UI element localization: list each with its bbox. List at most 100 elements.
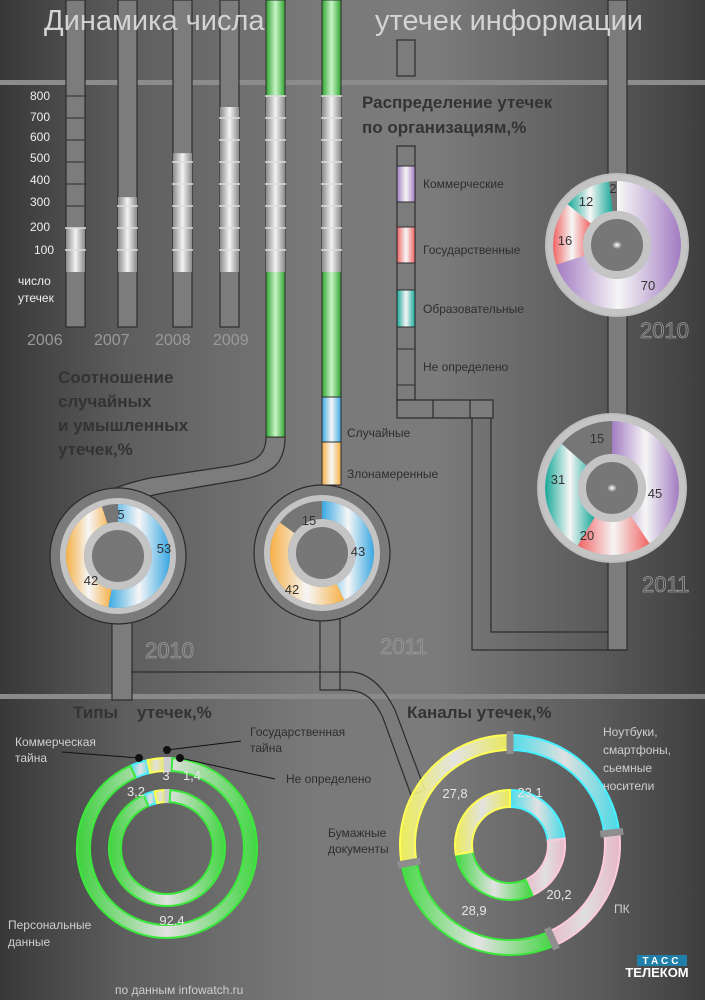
value-label: 53 <box>157 541 171 556</box>
year-label: 2010 <box>640 318 689 343</box>
value-label: 31 <box>551 472 565 487</box>
slice-other <box>279 501 322 534</box>
y-tick: 500 <box>30 151 50 165</box>
category-undefined: Не определено <box>286 772 372 786</box>
slice-malicious <box>66 506 112 608</box>
year-label: 2010 <box>145 638 194 663</box>
channels-donut-inner <box>454 788 566 901</box>
legend-random: Случайные <box>347 426 411 440</box>
slice-random <box>322 501 374 601</box>
tass-logo: ТАСС ТЕЛЕКОМ <box>625 955 689 980</box>
bar-2008 <box>173 153 192 272</box>
accidents-donut-2010 <box>60 498 176 614</box>
title-part-1: Динамика числа <box>44 5 265 37</box>
types-title-part: Типы <box>73 703 118 722</box>
category-mobile: Ноутбуки, смартфоны, сьемные носители <box>603 725 674 793</box>
y-tick: 600 <box>30 130 50 144</box>
value-label: 15 <box>590 431 604 446</box>
value-label: 12 <box>579 194 593 209</box>
slice-commercial <box>556 181 681 309</box>
value-label: 1,4 <box>183 768 201 783</box>
slice-yellow <box>153 788 167 805</box>
value-label: 70 <box>641 278 655 293</box>
y-tick: 800 <box>30 89 50 103</box>
value-label: 2 <box>609 181 616 196</box>
types-donut-outer <box>76 757 258 939</box>
accidents-donut-2011 <box>264 495 380 611</box>
value-label: 3 <box>162 768 169 783</box>
knob-icon <box>607 484 617 492</box>
y-tick: 300 <box>30 195 50 209</box>
value-label: 20 <box>580 528 594 543</box>
slice-education <box>544 443 595 546</box>
source-note: по данным infowatch.ru <box>115 983 243 997</box>
x-tick: 2007 <box>94 332 130 349</box>
x-tick: 2008 <box>155 332 191 349</box>
slice-yellow <box>454 788 511 856</box>
orgs-title: Распределение утечек по организациям,% <box>362 93 557 137</box>
y-tick: 100 <box>34 243 54 257</box>
bar-track <box>117 0 138 328</box>
donut-rim <box>539 415 685 561</box>
donut-rim <box>264 495 380 611</box>
x-tick: 2006 <box>27 332 63 349</box>
green-tubes <box>102 0 342 503</box>
category-pc: ПК <box>614 902 630 916</box>
slice-malicious <box>269 522 345 606</box>
orgs-legend-column <box>396 145 627 651</box>
bar-track <box>65 0 86 328</box>
value-label: 16 <box>558 233 572 248</box>
divider-band <box>0 80 705 85</box>
channels-title: Каналы утечек,% <box>407 703 552 722</box>
slice-green <box>454 850 534 901</box>
orgs-donut-2010 <box>547 175 687 315</box>
legend-education: Образовательные <box>423 302 524 316</box>
x-tick: 2009 <box>213 332 249 349</box>
slice-other <box>101 504 118 524</box>
types-title-part: утечек,% <box>137 703 212 722</box>
ring-separator <box>397 857 422 869</box>
legend-undefined: Не определено <box>423 360 509 374</box>
value-label: 28,9 <box>461 903 486 918</box>
divider-band <box>0 694 705 699</box>
y-tick: 700 <box>30 110 50 124</box>
donut-hole <box>84 522 152 590</box>
leader-lines <box>61 740 276 780</box>
svg-text:ТЕЛЕКОМ: ТЕЛЕКОМ <box>625 965 688 980</box>
svg-text:ТАСС: ТАСС <box>643 956 682 967</box>
slice-state <box>577 516 650 555</box>
channels-donut-outer <box>397 731 624 956</box>
ring-separator <box>543 926 560 951</box>
knob-icon <box>612 241 622 249</box>
value-label: 27,8 <box>442 786 467 801</box>
orgs-donut-2011 <box>539 415 685 561</box>
slice-state <box>553 204 591 265</box>
value-label: 15 <box>302 513 316 528</box>
bar-2009 <box>220 107 239 272</box>
slice-commercial <box>612 420 679 544</box>
y-axis-ticks: 800 700 600 500 400 300 200 100 <box>30 89 54 257</box>
legend-swatch-malicious <box>321 441 342 486</box>
y-tick: 400 <box>30 173 50 187</box>
value-label: 3,2 <box>127 784 145 799</box>
legend-malicious: Злонамеренные <box>347 467 439 481</box>
donut-hole <box>288 519 356 587</box>
value-label: 45 <box>648 486 662 501</box>
donut-rim <box>547 175 687 315</box>
legend-swatch-random <box>321 396 342 443</box>
pipe <box>396 39 416 77</box>
value-label: 42 <box>285 582 299 597</box>
title-part-2: утечек информации <box>375 5 643 37</box>
bar-2007 <box>118 197 137 272</box>
year-label: 2011 <box>380 634 427 659</box>
slice-other <box>608 181 617 212</box>
types-donut-inner <box>108 788 226 907</box>
value-label: 92,4 <box>159 913 184 928</box>
legend-state: Государственные <box>423 243 521 257</box>
slice-green <box>76 757 258 939</box>
